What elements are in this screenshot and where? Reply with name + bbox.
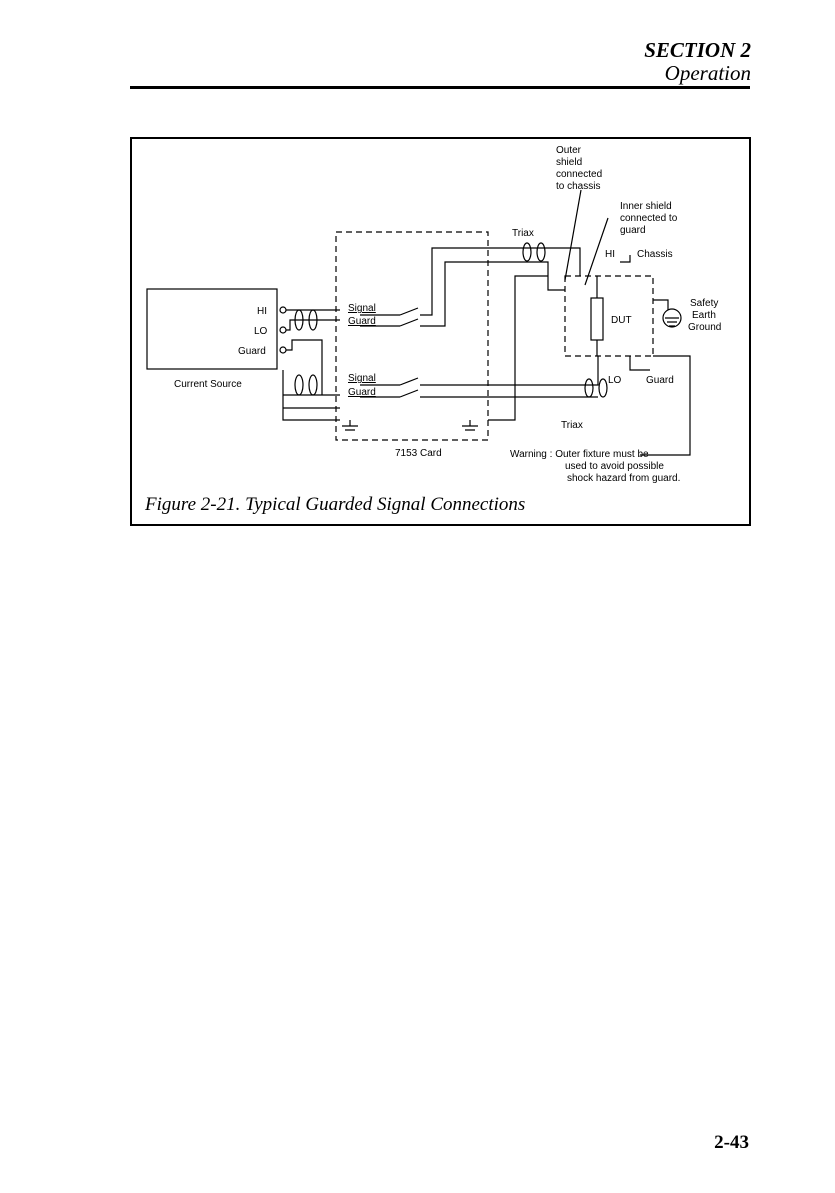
triax-bottom-label: Triax bbox=[561, 420, 583, 431]
header-rule bbox=[130, 86, 750, 89]
card-outline bbox=[335, 231, 489, 441]
outer-shield-line-3: connected bbox=[556, 169, 602, 180]
signal-bottom-label: Signal bbox=[348, 373, 376, 384]
warning-line-3: shock hazard from guard. bbox=[567, 473, 680, 484]
guard-bottom-label: Guard bbox=[348, 387, 376, 398]
safety-line-2: Earth bbox=[692, 310, 716, 321]
current-source-box bbox=[146, 288, 278, 370]
outer-shield-line-4: to chassis bbox=[556, 181, 600, 192]
guard-right-label: Guard bbox=[646, 375, 674, 386]
fixture-outline bbox=[564, 275, 654, 357]
source-guard-label: Guard bbox=[238, 346, 266, 357]
outer-shield-line-2: shield bbox=[556, 157, 582, 168]
section-subtitle: Operation bbox=[664, 61, 751, 85]
inner-shield-line-3: guard bbox=[620, 225, 646, 236]
dut-label: DUT bbox=[611, 315, 632, 326]
source-hi-label: HI bbox=[257, 306, 267, 317]
source-lo-label: LO bbox=[254, 326, 268, 337]
warning-line-2: used to avoid possible bbox=[565, 461, 664, 472]
figure-frame bbox=[130, 137, 751, 526]
hi-top-label: HI bbox=[605, 249, 615, 260]
inner-shield-line-1: Inner shield bbox=[620, 201, 672, 212]
warning-line-1: Warning : Outer fixture must be bbox=[510, 449, 649, 460]
section-title: SECTION 2 bbox=[644, 38, 751, 62]
section-header: SECTION 2 Operation bbox=[644, 38, 751, 84]
card-label: 7153 Card bbox=[395, 448, 442, 459]
signal-top-label: Signal bbox=[348, 303, 376, 314]
lo-label: LO bbox=[608, 375, 622, 386]
chassis-label: Chassis bbox=[637, 249, 673, 260]
safety-line-3: Ground bbox=[688, 322, 721, 333]
outer-shield-line-1: Outer bbox=[556, 145, 582, 156]
guard-top-label: Guard bbox=[348, 316, 376, 327]
figure-caption: Figure 2-21. Typical Guarded Signal Conn… bbox=[145, 494, 526, 515]
safety-line-1: Safety bbox=[690, 298, 718, 309]
triax-top-label: Triax bbox=[512, 228, 534, 239]
inner-shield-line-2: connected to bbox=[620, 213, 678, 224]
dut-box bbox=[590, 297, 604, 341]
page-number: 2-43 bbox=[714, 1132, 749, 1153]
current-source-label: Current Source bbox=[174, 379, 242, 390]
